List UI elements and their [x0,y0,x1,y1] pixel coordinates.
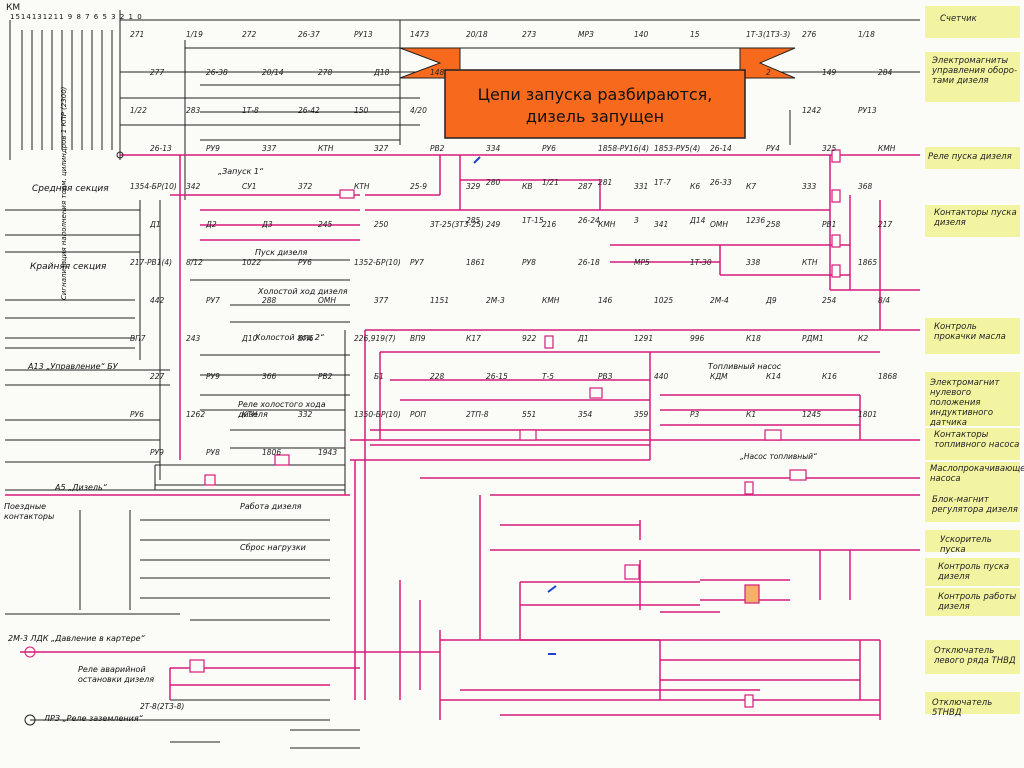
right-label-work-control: Контроль работы дизеля [938,592,1017,612]
right-label-zero-magnet: Электромагнит нулевого положения индукти… [930,378,1000,428]
label-holostoy: Холостой ход дизеля [258,287,348,296]
label-extreme-section: Крайняя секция [30,262,107,272]
label-toplivny: Топливный насос [708,362,782,371]
right-label-accelerator: Ускоритель пуска [940,535,992,555]
label-a13: А13 „Управление“ БУ [28,362,118,371]
right-label-electromagnets: Электромагниты управления оборо-тами диз… [932,56,1018,86]
label-avariya: Реле аварийной остановки дизеля [78,665,155,684]
label-holostoy2: Холостой ход 2“ [255,333,325,342]
label-rele-hol: Реле холостого хода дизеля [238,400,326,419]
label-a5: А5 „Дизель“ [55,483,107,492]
right-label-block-magnet: Блок-магнит регулятора дизеля [932,495,1018,515]
blue-marks [473,156,557,655]
label-rabota: Работа дизеля [240,502,302,511]
right-highlight-strip [925,6,1020,714]
right-label-5tnvd-off: Отключатель 5ТНВД [932,698,993,718]
right-label-left-row-off: Отключатель левого ряда ТНВД [934,646,1016,666]
right-label-fuel-contactors: Контакторы топливного насоса [934,430,1020,450]
label-vertical-signal: Сигнализация наполнения торм. цилиндров … [60,86,68,300]
label-zazem-2t: 2Т-8(2Т3-8) [140,702,185,711]
circles [24,151,124,726]
label-zapusk1: „Запуск 1“ [218,167,264,176]
km-label: КМ [6,3,21,13]
right-label-start-control: Контроль пуска дизеля [938,562,1010,582]
label-middle-section: Средняя секция [32,184,109,194]
right-label-oil-pump: Маслопрокачивающего насоса [930,464,1024,484]
label-nasos-topl: „Насос топливный“ [740,452,817,461]
right-label-start-relay: Реле пуска дизеля [928,152,1012,162]
label-sbros: Сброс нагрузки [240,543,306,552]
label-pusk-dizelya: Пуск дизеля [255,248,308,257]
right-label-oil-control: Контроль прокачки масла [934,322,1006,342]
active-wiring [5,154,920,720]
right-label-counter: Счетчик [940,14,977,24]
km-numbers: 1514131211 9 8 7 6 5 3 2 1 0 [10,13,143,21]
callout-banner [399,47,796,139]
dark-wiring [5,10,920,749]
right-labels: Счетчик Электромагниты управления оборо-… [928,0,1024,768]
banner-line-1: Цепи запуска разбираются, [477,85,713,104]
label-davlenie: 2М-3 ЛДК „Давление в картере“ [8,634,145,643]
component-symbols [189,149,841,708]
label-zazem: ЛРЗ „Реле заземления“ [44,714,143,723]
label-loco-contactors: Поездные контакторы [4,502,55,521]
banner-line-2: дизель запущен [525,107,665,126]
banner-text-box: Цепи запуска разбираются, дизель запущен [445,78,745,134]
right-label-start-contactors: Контакторы пуска дизеля [934,208,1017,228]
